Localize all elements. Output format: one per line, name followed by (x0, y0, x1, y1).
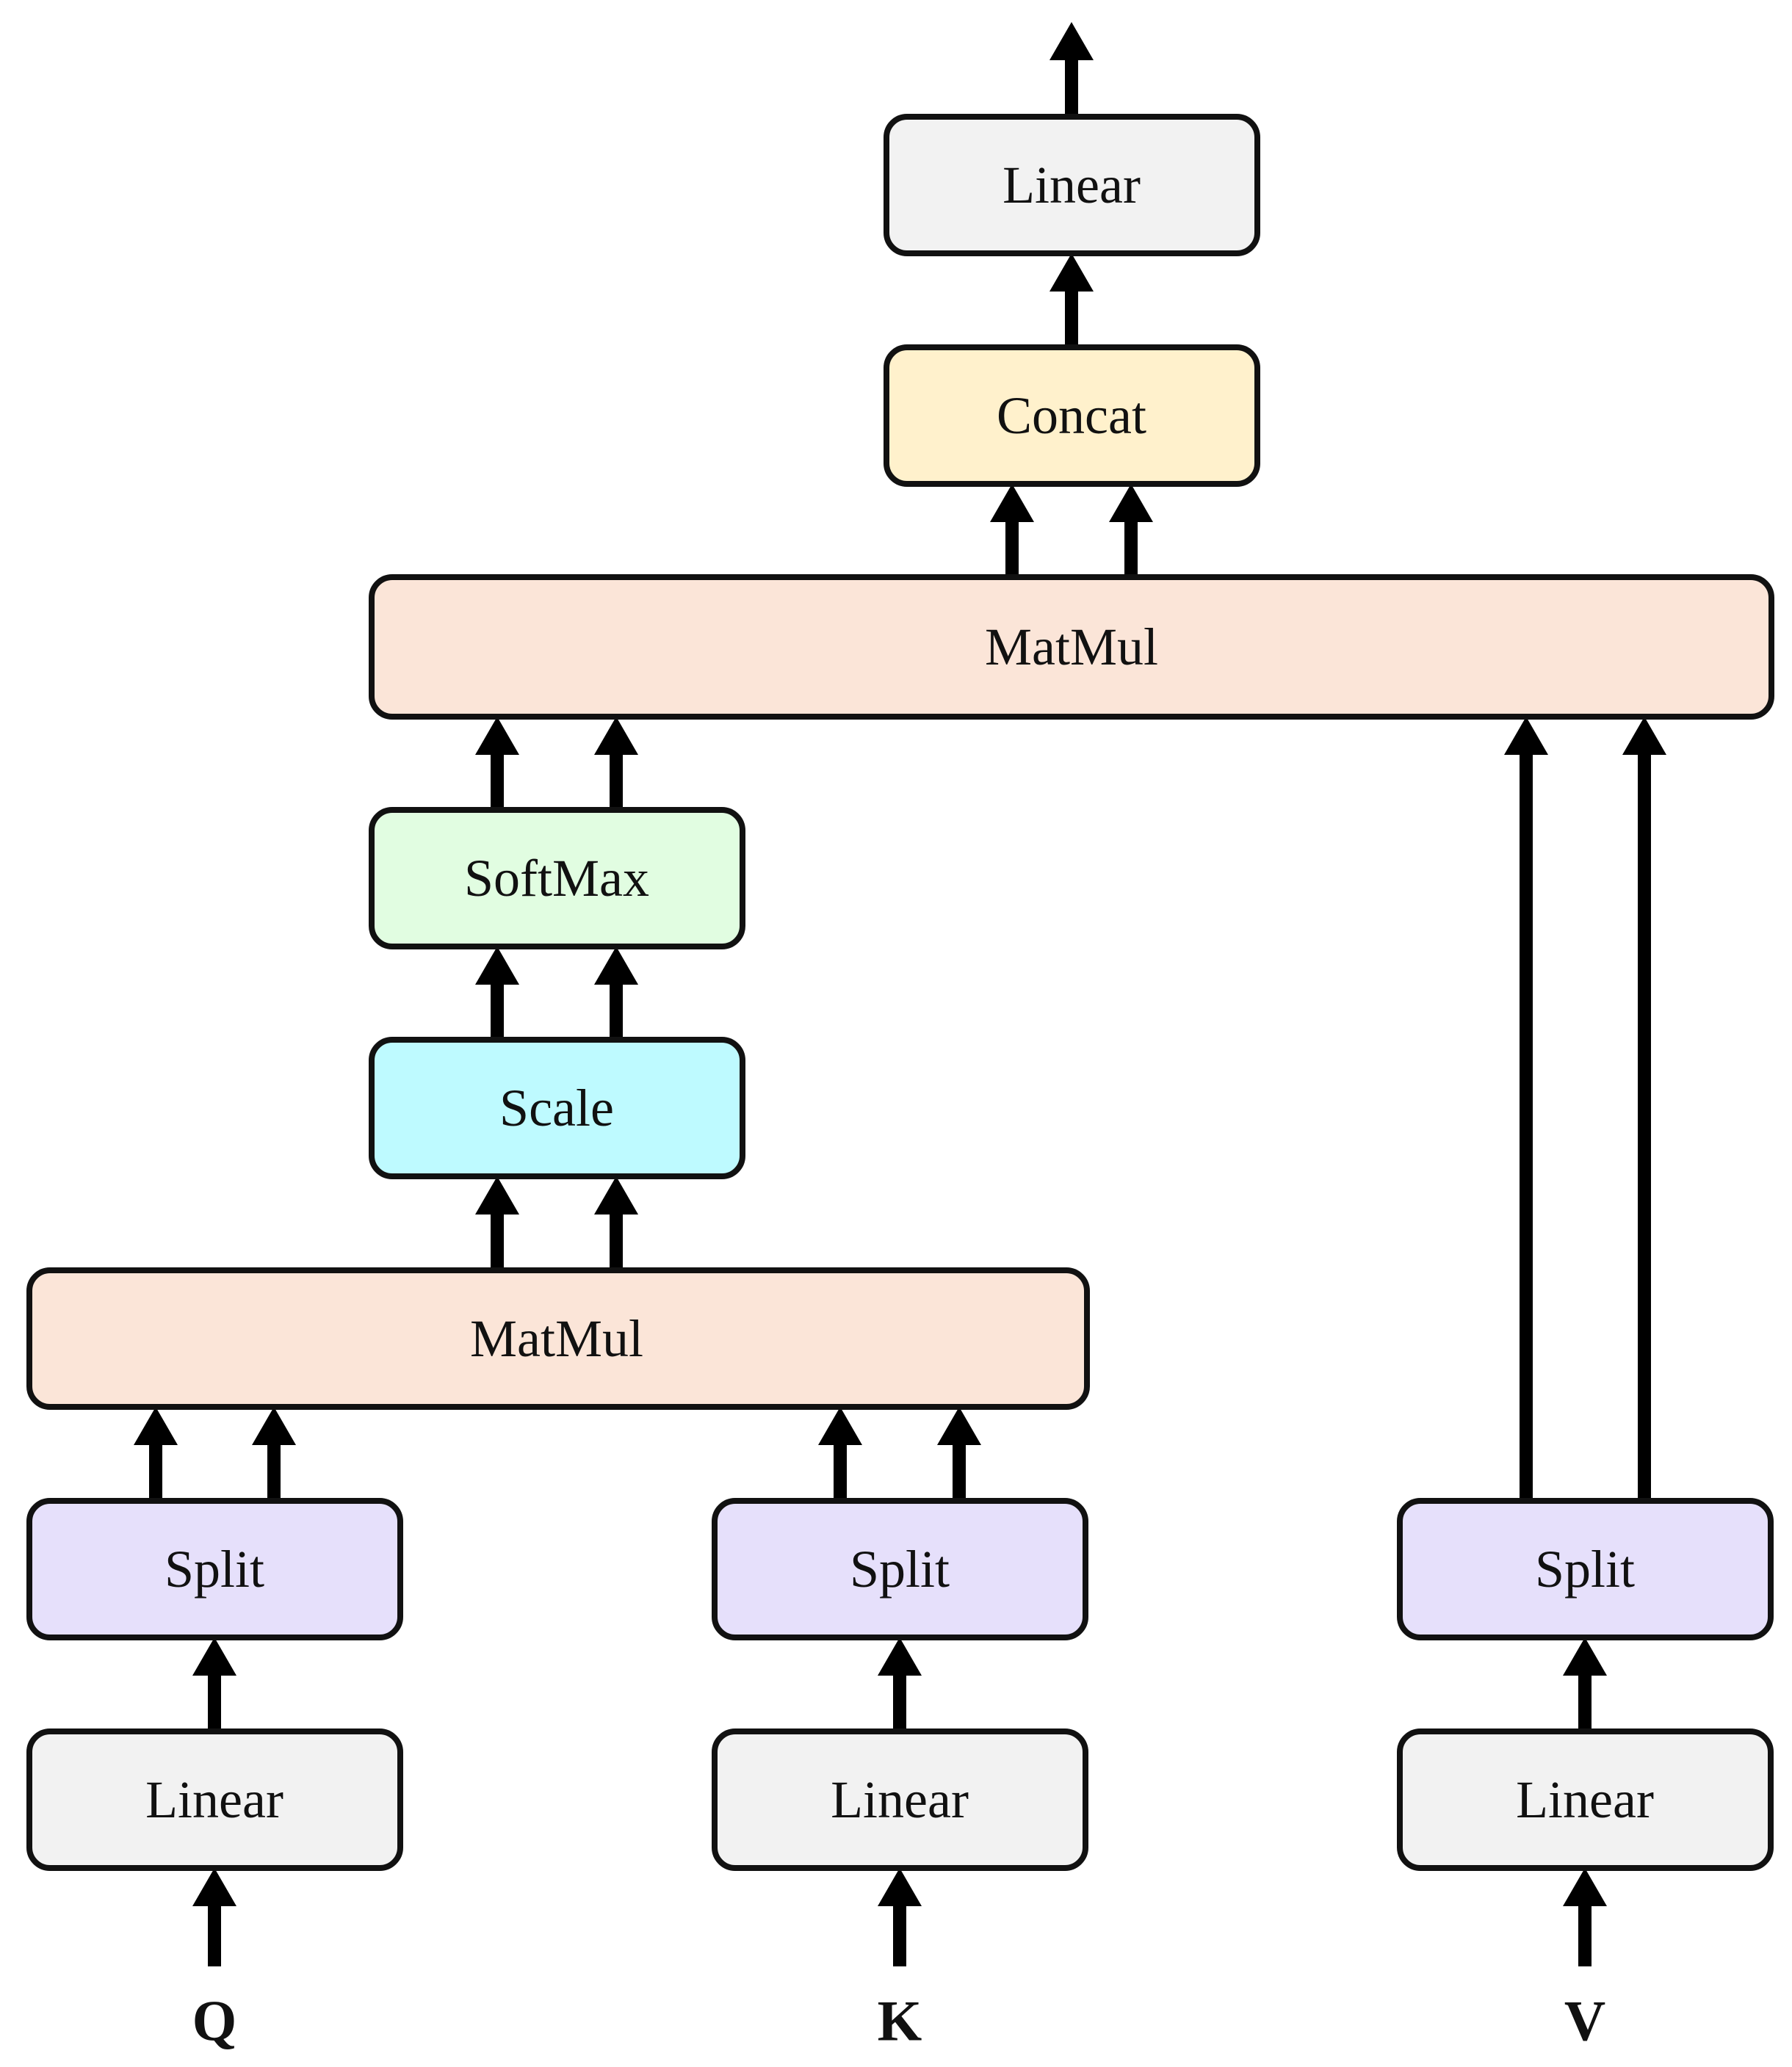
linear-q-box (26, 1728, 403, 1871)
arrow-concat-to-linear-head (1049, 253, 1094, 292)
arrow-split-k-to-matmul-2-head (937, 1407, 981, 1445)
linear-k-label: Linear (831, 1770, 969, 1829)
arrow-softmax-to-matmul-1 (475, 717, 519, 810)
split-q-box (26, 1498, 403, 1640)
split-k-box (712, 1498, 1088, 1640)
arrow-v-to-matmul-2 (1622, 717, 1666, 1501)
arrow-split-k-to-matmul-2 (937, 1407, 981, 1501)
scale-block: Scale (369, 1037, 745, 1179)
arrow-concat-to-linear (1049, 253, 1094, 347)
linear-q-label: Linear (145, 1770, 283, 1829)
split-v-block: Split (1397, 1498, 1774, 1640)
matmul-attention-value-block: MatMul (369, 574, 1774, 720)
arrow-output-head (1049, 22, 1094, 60)
arrow-v-to-matmul-1 (1504, 717, 1548, 1501)
arrow-linear-q-to-split-head (192, 1637, 236, 1676)
softmax-box (369, 807, 745, 949)
split-q-label: Split (165, 1540, 264, 1599)
arrow-matmul-to-scale-2-head (594, 1176, 638, 1215)
arrow-matmul-to-scale-1 (475, 1176, 519, 1270)
arrow-input-q (192, 1868, 236, 1966)
arrow-softmax-to-matmul-2 (594, 717, 638, 810)
linear-output-box (884, 114, 1260, 256)
arrow-split-q-to-matmul-1 (134, 1407, 178, 1501)
matmul-query-key-label: MatMul (470, 1309, 643, 1368)
linear-v-label: Linear (1516, 1770, 1654, 1829)
arrow-linear-v-to-split (1563, 1637, 1607, 1731)
arrow-matmul-to-concat-1-head (990, 484, 1034, 522)
split-v-box (1397, 1498, 1774, 1640)
linear-k-block: Linear (712, 1728, 1088, 1871)
arrow-matmul-to-concat-1 (990, 484, 1034, 577)
arrow-softmax-to-matmul-1-head (475, 717, 519, 755)
concat-box (884, 344, 1260, 487)
split-k-block: Split (712, 1498, 1088, 1640)
linear-v-box (1397, 1728, 1774, 1871)
matmul-query-key-block: MatMul (26, 1267, 1090, 1410)
scale-box (369, 1037, 745, 1179)
matmul-query-key-box (26, 1267, 1090, 1410)
arrow-matmul-to-concat-2-head (1109, 484, 1153, 522)
arrow-linear-v-to-split-head (1563, 1637, 1607, 1676)
softmax-block: SoftMax (369, 807, 745, 949)
linear-output-label: Linear (1002, 156, 1141, 214)
arrow-matmul-to-scale-2 (594, 1176, 638, 1270)
scale-label: Scale (499, 1079, 614, 1137)
linear-q-block: Linear (26, 1728, 403, 1871)
linear-output-block: Linear (884, 114, 1260, 256)
linear-v-block: Linear (1397, 1728, 1774, 1871)
arrow-split-k-to-matmul-1-head (818, 1407, 862, 1445)
input-v-label: V (1564, 1989, 1605, 2053)
concat-block: Concat (884, 344, 1260, 487)
arrow-scale-to-softmax-1 (475, 946, 519, 1040)
matmul-attention-value-label: MatMul (985, 618, 1158, 676)
arrow-linear-k-to-split (878, 1637, 922, 1731)
arrow-linear-q-to-split (192, 1637, 236, 1731)
arrow-matmul-to-scale-1-head (475, 1176, 519, 1215)
arrow-scale-to-softmax-2-head (594, 946, 638, 985)
arrow-output (1049, 22, 1094, 117)
input-k-label: K (878, 1989, 922, 2053)
arrow-split-k-to-matmul-1 (818, 1407, 862, 1501)
arrow-matmul-to-concat-2 (1109, 484, 1153, 577)
arrow-input-k (878, 1868, 922, 1966)
arrow-linear-k-to-split-head (878, 1637, 922, 1676)
arrow-v-to-matmul-1-head (1504, 717, 1548, 755)
arrow-split-q-to-matmul-1-head (134, 1407, 178, 1445)
concat-label: Concat (997, 386, 1146, 445)
arrows-layer (134, 22, 1666, 1966)
arrow-input-k-head (878, 1868, 922, 1906)
arrow-softmax-to-matmul-2-head (594, 717, 638, 755)
arrow-scale-to-softmax-2 (594, 946, 638, 1040)
split-k-label: Split (850, 1540, 950, 1599)
input-q-label: Q (192, 1989, 237, 2053)
arrow-input-v (1563, 1868, 1607, 1966)
split-v-label: Split (1535, 1540, 1635, 1599)
arrow-split-q-to-matmul-2 (252, 1407, 296, 1501)
arrow-scale-to-softmax-1-head (475, 946, 519, 985)
linear-k-box (712, 1728, 1088, 1871)
arrow-input-v-head (1563, 1868, 1607, 1906)
arrow-split-q-to-matmul-2-head (252, 1407, 296, 1445)
softmax-label: SoftMax (464, 849, 649, 908)
matmul-attention-value-box (369, 574, 1774, 720)
arrow-v-to-matmul-2-head (1622, 717, 1666, 755)
split-q-block: Split (26, 1498, 403, 1640)
arrow-input-q-head (192, 1868, 236, 1906)
